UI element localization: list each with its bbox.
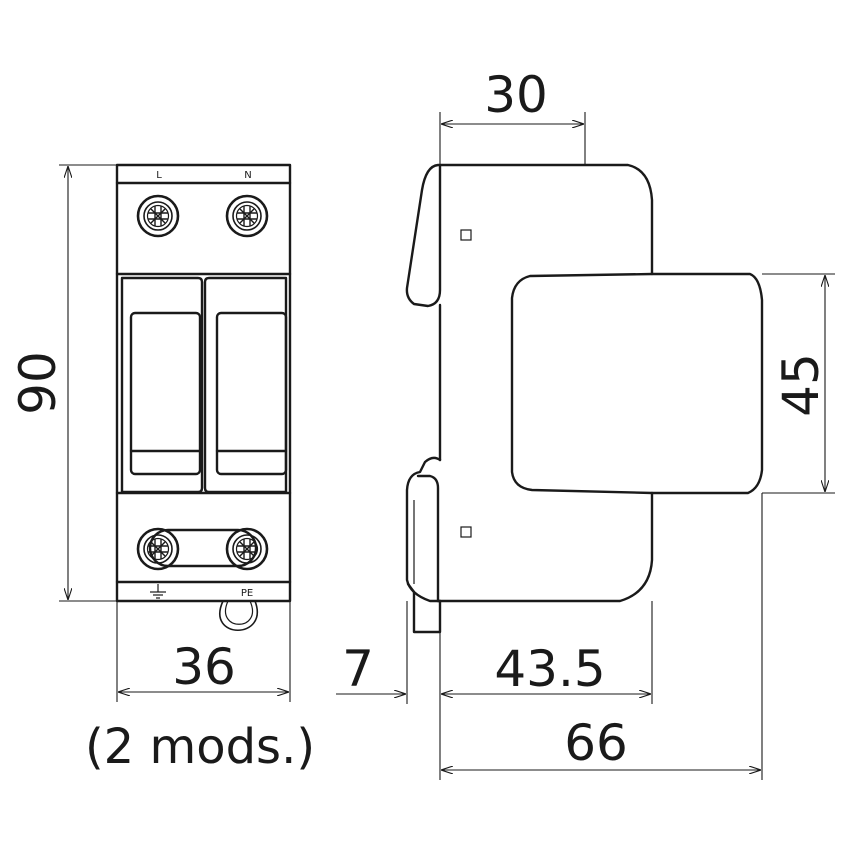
dimension-width-note: (2 mods.) [85,719,315,775]
dimension-rail-offset-label: 7 [342,640,374,698]
front-view: L N PE [115,163,292,631]
dimension-module-height-label: 45 [772,353,830,417]
pe-bridge [148,528,258,568]
dimension-width: 36 (2 mods.) [85,601,315,775]
dimension-top-depth: 30 [439,66,586,165]
terminal-screw-icon [136,194,180,238]
dimension-module-height: 45 [762,273,835,494]
plug-in-module-right [203,276,288,494]
side-body-outline [405,163,654,603]
side-module-outline [510,272,764,495]
dimension-body-depth-label: 43.5 [494,640,605,698]
indicator-square-top [460,229,472,241]
dimension-top-depth-label: 30 [484,66,548,124]
dimension-height-label: 90 [9,351,67,415]
ground-symbol-icon [150,584,166,599]
front-body-outline [115,163,292,603]
terminal-screw-icon [225,194,269,238]
terminal-label-l: L [156,170,162,181]
dimension-total-depth-label: 66 [564,714,628,772]
plug-in-module-left [120,276,204,494]
side-view [405,163,764,634]
terminal-label-n: N [244,170,251,181]
dimension-total-depth: 66 [441,493,763,780]
terminal-label-pe: PE [241,588,253,599]
dimension-rail-and-body: 7 43.5 [336,601,653,780]
indicator-square-bottom [460,526,472,538]
terminal-screw-icon [225,527,269,571]
terminal-screw-icon [136,527,180,571]
wire-loop [219,600,258,631]
dimension-width-label: 36 [172,638,236,696]
dimension-height: 90 [9,164,117,602]
